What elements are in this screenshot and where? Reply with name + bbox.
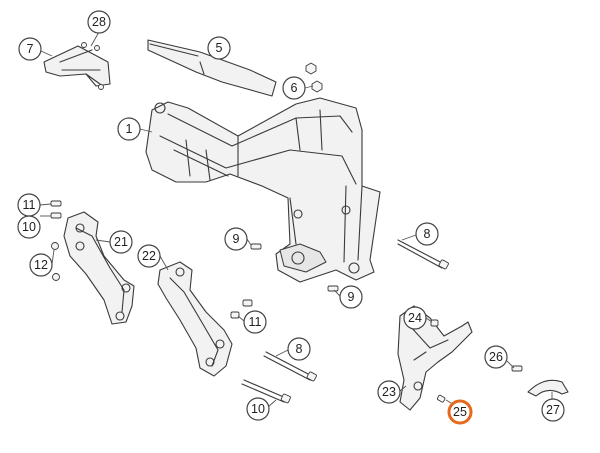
- callout-21: 21: [109, 230, 133, 254]
- svg-text:8: 8: [424, 227, 431, 241]
- svg-text:26: 26: [489, 350, 503, 364]
- svg-text:11: 11: [249, 315, 262, 329]
- callout-10-left: 10: [17, 215, 41, 239]
- callout-8-lower: 8: [287, 337, 311, 361]
- part-side-plate-22: [157, 261, 233, 377]
- callout-9-lower: 9: [339, 285, 363, 309]
- svg-text:7: 7: [27, 42, 34, 56]
- svg-text:9: 9: [348, 290, 355, 304]
- part-side-plate-21: [63, 211, 135, 325]
- svg-text:23: 23: [382, 385, 396, 399]
- callout-23: 23: [377, 380, 401, 404]
- svg-text:6: 6: [291, 81, 298, 95]
- callout-7: 7: [18, 37, 42, 61]
- svg-text:27: 27: [546, 403, 560, 417]
- callout-24: 24: [403, 306, 427, 330]
- svg-text:12: 12: [34, 258, 48, 272]
- callout-27: 27: [541, 398, 565, 422]
- part-bolts-right: [430, 319, 523, 403]
- svg-text:28: 28: [92, 15, 106, 29]
- callout-11-left: 11: [17, 193, 41, 217]
- part-main-frame-1: [145, 97, 381, 283]
- svg-text:22: 22: [142, 249, 156, 263]
- svg-text:21: 21: [114, 235, 128, 249]
- svg-text:25: 25: [453, 405, 467, 419]
- callout-8-upper: 8: [415, 222, 439, 246]
- callout-9-upper: 9: [224, 227, 248, 251]
- callout-10-lower: 10: [246, 397, 270, 421]
- callout-28: 28: [87, 10, 111, 34]
- part-bolts-center: [230, 243, 339, 319]
- part-long-bolt-10: [241, 379, 291, 404]
- callout-5: 5: [207, 36, 231, 60]
- leader-lines: [39, 31, 553, 408]
- svg-text:8: 8: [296, 342, 303, 356]
- part-bracket-7: [43, 42, 111, 90]
- callout-26: 26: [484, 345, 508, 369]
- svg-text:24: 24: [408, 311, 422, 325]
- svg-text:1: 1: [126, 122, 133, 136]
- callout-1: 1: [117, 117, 141, 141]
- callout-22: 22: [137, 244, 161, 268]
- svg-text:5: 5: [216, 41, 223, 55]
- svg-text:10: 10: [251, 402, 265, 416]
- part-nuts-6: [305, 62, 323, 93]
- svg-text:9: 9: [233, 232, 240, 246]
- part-bracket-23: [397, 305, 473, 411]
- callout-12: 12: [29, 253, 53, 277]
- svg-text:11: 11: [23, 198, 36, 212]
- callout-6: 6: [282, 76, 306, 100]
- callout-25-highlighted: 25: [447, 399, 473, 425]
- part-clip-27: [527, 379, 569, 397]
- part-long-bolts-8: [263, 239, 449, 382]
- svg-text:10: 10: [22, 220, 36, 234]
- callout-11-center: 11: [243, 310, 267, 334]
- part-bolts-left: [50, 200, 62, 281]
